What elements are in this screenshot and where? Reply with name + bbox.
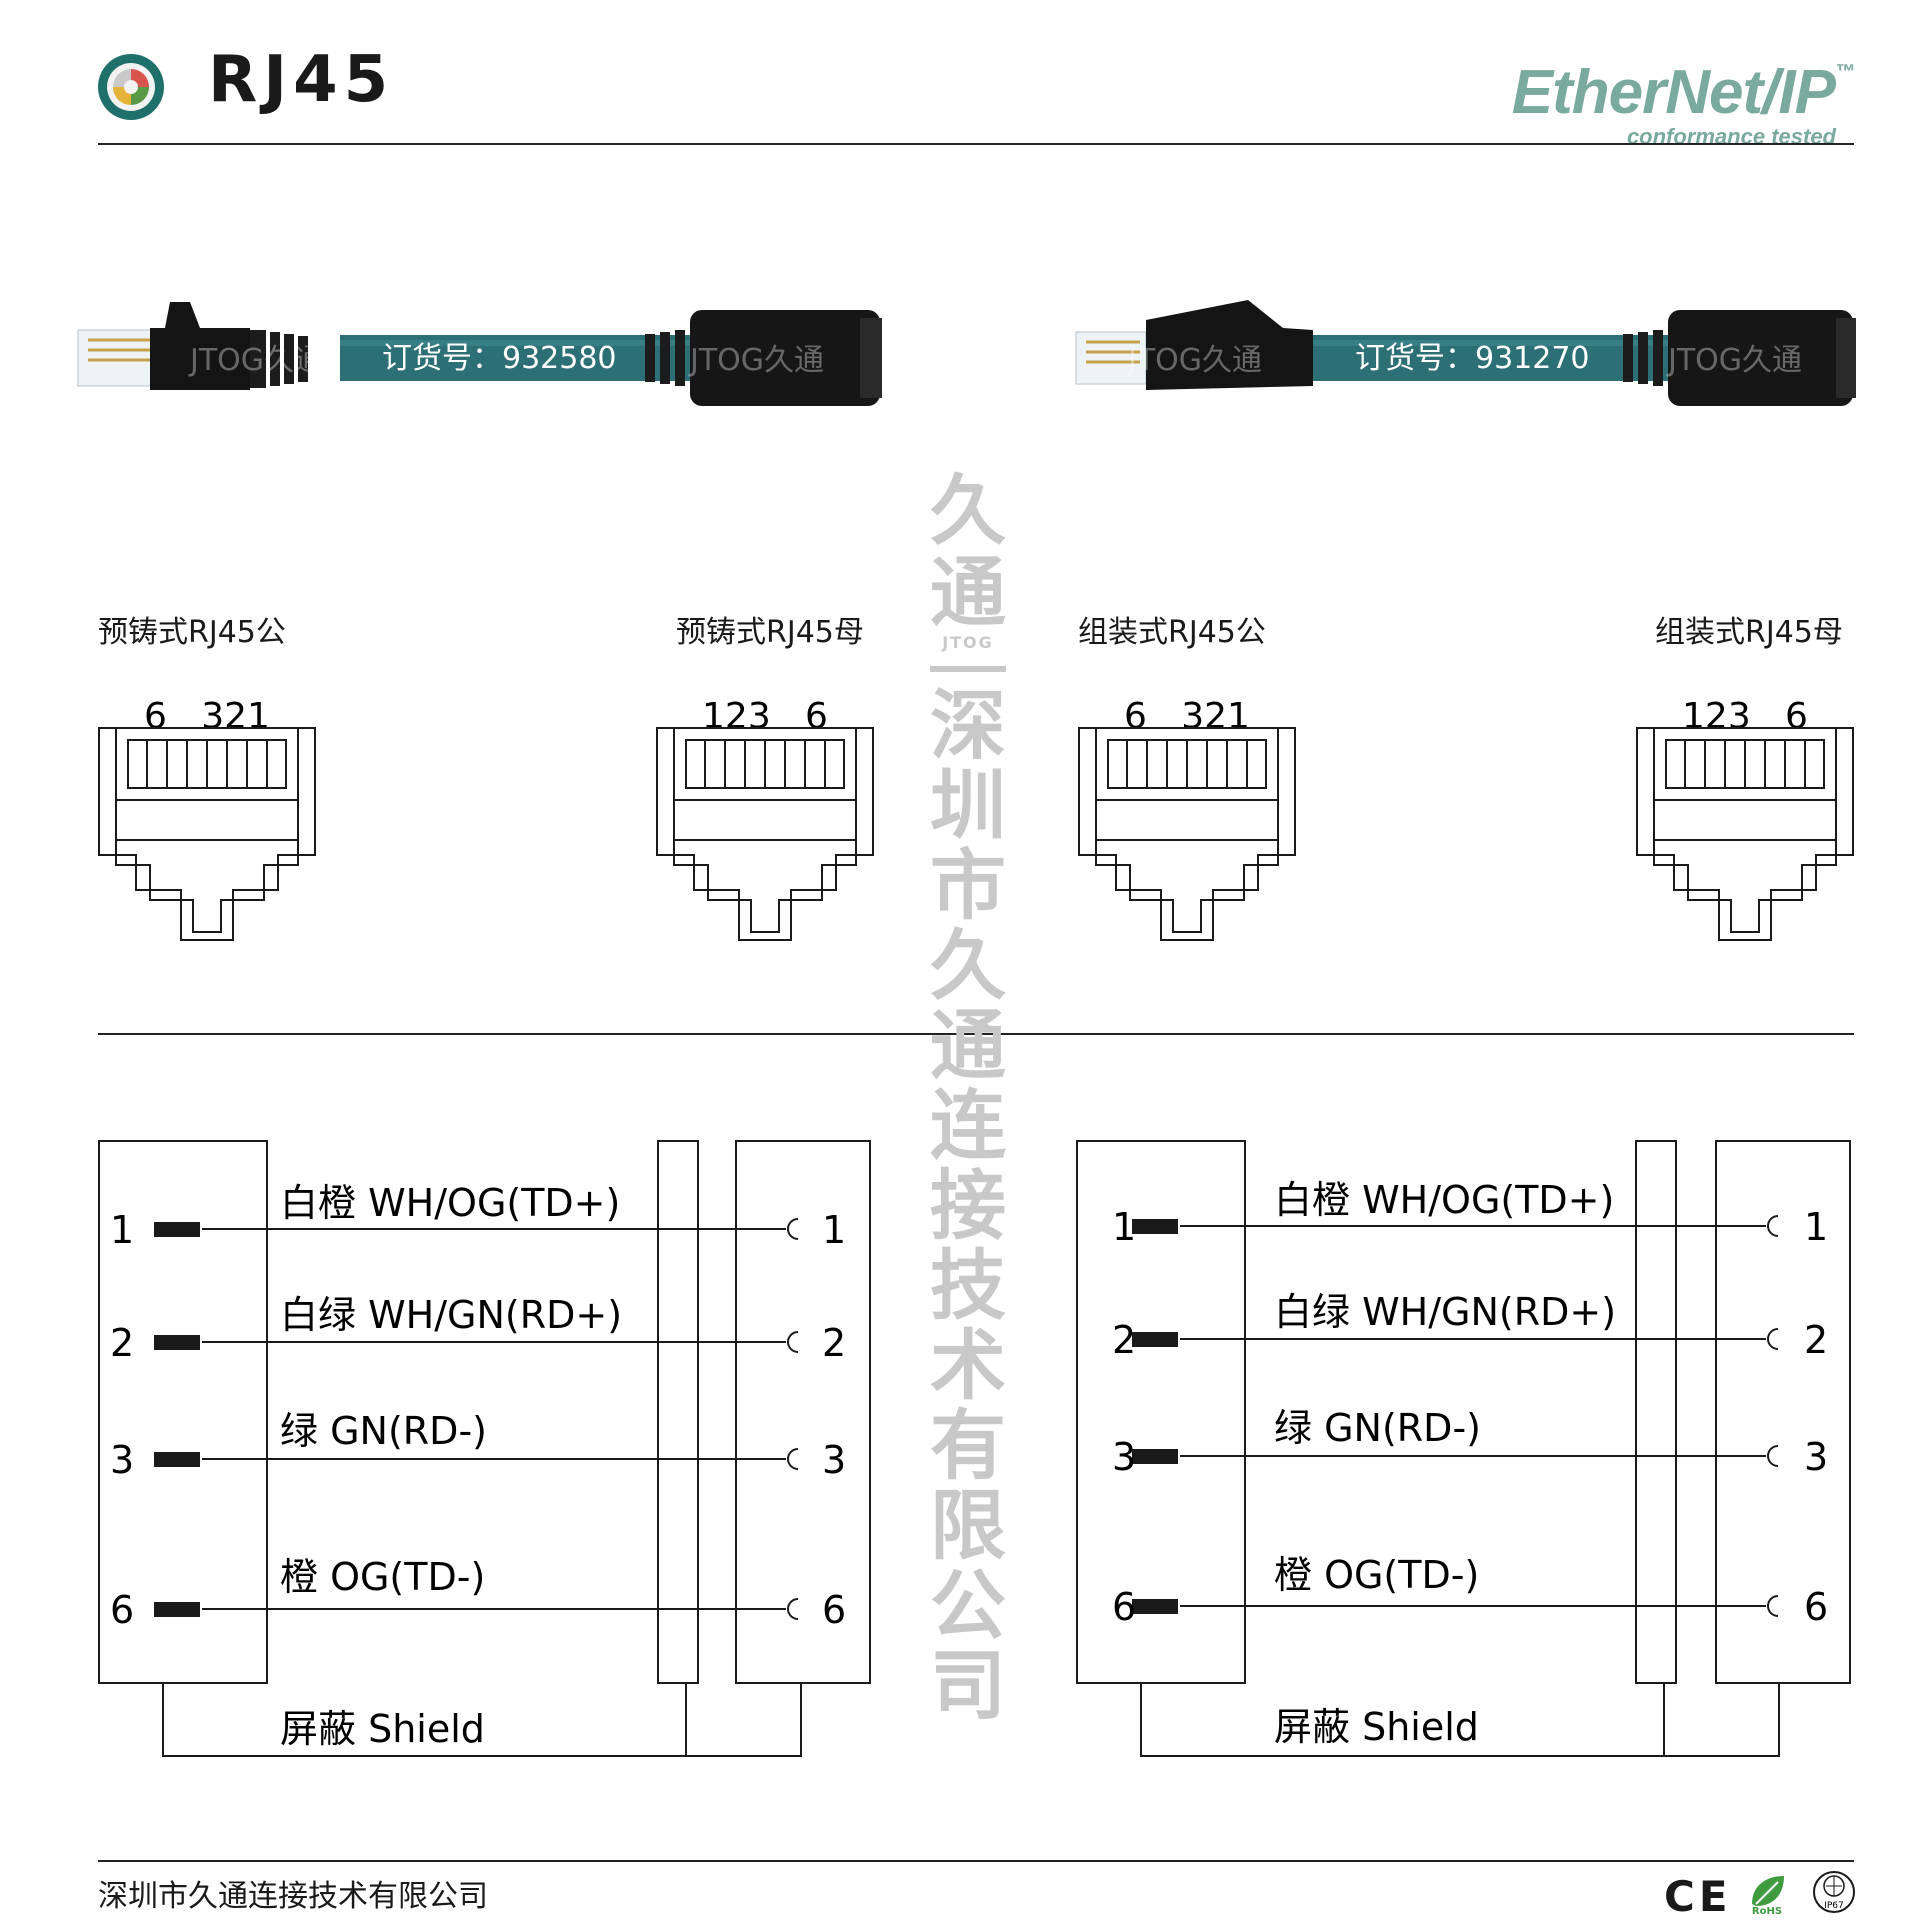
rohs-leaf-icon: RoHS: [1752, 1876, 1784, 1916]
left-pin-number: 6: [110, 1588, 134, 1632]
shield-label: 屏蔽 Shield: [1274, 1705, 1479, 1749]
ce-mark-icon: CE: [1664, 1872, 1732, 1921]
cable-watermark: JTOG久通: [1666, 343, 1802, 378]
watermark-char: 限: [930, 1481, 1006, 1570]
pin-numbers: 123 6: [702, 696, 828, 737]
header-divider: [98, 143, 1854, 145]
pin-numbers: 123 6: [1682, 696, 1808, 737]
wire-label: 橙 OG(TD-): [1274, 1553, 1479, 1597]
left-pin-number: 2: [1112, 1318, 1136, 1362]
connector-label-assembled-female: 组装式RJ45母: [1655, 615, 1843, 650]
right-pin-number: 3: [822, 1438, 846, 1482]
watermark-char: 接: [930, 1161, 1006, 1250]
wire-label: 白绿 WH/GN(RD+): [280, 1293, 622, 1337]
rohs-text: RoHS: [1752, 1906, 1782, 1916]
rj45-face-diagram-4: 123 6: [1636, 696, 1854, 941]
watermark-char: 术: [930, 1321, 1006, 1410]
watermark-char: 市: [930, 841, 1006, 930]
section-divider: [98, 1033, 1854, 1035]
wire-label: 绿 GN(RD-): [1274, 1406, 1481, 1450]
wiring-diagram-left: 1 2 3 6 1 2 3 6 白橙 WH/OG(TD+) 白绿 WH/GN(R…: [98, 1140, 871, 1757]
cable-image-2: JTOG久通 JTOG久通 订货号：931270: [1075, 300, 1856, 406]
ethernet-ip-logo-text: EtherNet/IP: [1511, 58, 1836, 127]
right-pin-number: 2: [1804, 1318, 1828, 1362]
left-pin-number: 1: [1112, 1205, 1136, 1249]
watermark-brand: 久通: [930, 466, 1006, 637]
wire-label: 白橙 WH/OG(TD+): [1274, 1178, 1614, 1222]
ip67-badge-icon: IP67: [1813, 1871, 1855, 1913]
left-pin-number: 2: [110, 1321, 134, 1365]
watermark-bar: [930, 666, 1006, 672]
wire-label: 绿 GN(RD-): [280, 1409, 487, 1453]
right-pin-number: 2: [822, 1321, 846, 1365]
right-pin-number: 6: [1804, 1585, 1828, 1629]
cable-image-1: JTOG久通 JTOG久通 订货号：932580: [77, 302, 882, 406]
connector-label-molded-female: 预铸式RJ45母: [676, 615, 864, 650]
shield-label: 屏蔽 Shield: [280, 1707, 485, 1751]
left-pin-number: 3: [110, 1438, 134, 1482]
watermark-char: 技: [930, 1241, 1006, 1330]
wire-label: 橙 OG(TD-): [280, 1555, 485, 1599]
watermark-char: 久: [930, 921, 1006, 1010]
connector-label-molded-male: 预铸式RJ45公: [98, 615, 286, 650]
watermark-char: 司: [930, 1641, 1006, 1730]
pin-numbers: 6 321: [144, 696, 270, 737]
wiring-diagram-right: 1 2 3 6 1 2 3 6 白橙 WH/OG(TD+) 白绿 WH/GN(R…: [1076, 1140, 1851, 1757]
page-title: RJ45: [208, 43, 395, 117]
right-pin-number: 6: [822, 1588, 846, 1632]
order-number-label: 订货号：932580: [382, 341, 617, 376]
company-watermark: 久通 JTOG 深 圳 市 久 通 连 接 技 术 有 限 公 司: [928, 470, 1008, 1726]
left-pin-number: 1: [110, 1208, 134, 1252]
rj45-face-diagram-1: 6 321: [98, 696, 316, 941]
wire-label: 白绿 WH/GN(RD+): [1274, 1290, 1616, 1334]
watermark-char: 有: [930, 1401, 1006, 1490]
rj45-face-diagram-2: 123 6: [656, 696, 874, 941]
watermark-char: 深: [930, 681, 1006, 770]
ethernet-ip-logo: EtherNet/IP™ conformance tested: [1512, 61, 1855, 149]
left-pin-number: 3: [1112, 1435, 1136, 1479]
watermark-char: 通: [930, 1001, 1006, 1090]
company-logo-icon: [98, 54, 164, 120]
trademark-mark: ™: [1835, 61, 1855, 83]
conformance-tested-text: conformance tested: [1626, 124, 1836, 149]
watermark-char: 公: [930, 1561, 1006, 1650]
wire-label: 白橙 WH/OG(TD+): [280, 1181, 620, 1225]
cable-watermark: JTOG久通: [688, 343, 824, 378]
pin-numbers: 6 321: [1124, 696, 1250, 737]
ip67-text: IP67: [1824, 1901, 1844, 1911]
watermark-jtog: JTOG: [942, 633, 994, 652]
cable-watermark: JTOG久通: [1126, 343, 1262, 378]
watermark-char: 连: [930, 1081, 1006, 1170]
left-pin-number: 6: [1112, 1585, 1136, 1629]
order-number-label: 订货号：931270: [1355, 341, 1590, 376]
footer-divider: [98, 1860, 1854, 1862]
right-pin-number: 3: [1804, 1435, 1828, 1479]
rj45-face-diagram-3: 6 321: [1078, 696, 1296, 941]
watermark-char: 圳: [930, 761, 1006, 850]
connector-label-assembled-male: 组装式RJ45公: [1078, 615, 1266, 650]
right-pin-number: 1: [1804, 1205, 1828, 1249]
right-pin-number: 1: [822, 1208, 846, 1252]
cable-watermark: JTOG久通: [188, 343, 324, 378]
company-name: 深圳市久通连接技术有限公司: [98, 1879, 488, 1914]
